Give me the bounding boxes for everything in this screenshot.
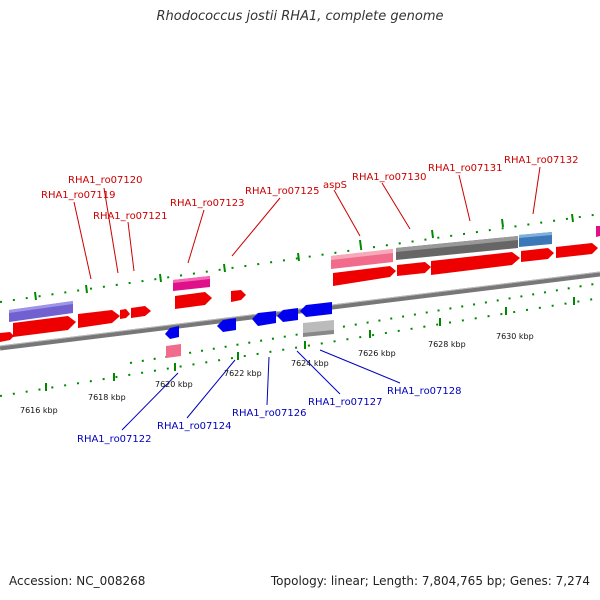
scale-label: 7618 kbp xyxy=(88,393,126,402)
gene-arrow xyxy=(252,311,276,326)
gene-label[interactable]: RHA1_ro07127 xyxy=(308,397,383,408)
scale-label: 7624 kbp xyxy=(291,359,329,368)
lower-major-ticks xyxy=(45,297,575,391)
scale-label: 7622 kbp xyxy=(224,369,262,378)
accession-text: Accession: NC_008268 xyxy=(9,574,146,588)
genome-title: Rhodococcus jostii RHA1, complete genome xyxy=(156,9,444,24)
gene-arrow xyxy=(175,292,212,309)
gene-arrow xyxy=(556,243,598,258)
gene-label[interactable]: RHA1_ro07119 xyxy=(41,190,116,201)
gene-arrow xyxy=(231,290,246,302)
gene-arrow xyxy=(217,318,236,332)
gene-label[interactable]: RHA1_ro07120 xyxy=(68,175,143,186)
reverse-features xyxy=(165,302,334,358)
forward-leaders xyxy=(73,166,541,280)
gene-label[interactable]: RHA1_ro07123 xyxy=(170,198,245,209)
gene-arrow xyxy=(131,306,151,318)
gene-label[interactable]: RHA1_ro07130 xyxy=(352,172,427,183)
magenta-feature-edge xyxy=(596,226,600,237)
forward-features xyxy=(0,226,600,342)
gene-arrow xyxy=(78,310,120,328)
gene-arrow xyxy=(0,332,14,342)
inner-dotted-scale xyxy=(129,282,600,364)
gene-label[interactable]: RHA1_ro07122 xyxy=(77,434,152,445)
scale-label: 7626 kbp xyxy=(358,349,396,358)
gene-arrow xyxy=(165,326,179,339)
scale-label: 7630 kbp xyxy=(496,332,534,341)
scale-label: 7628 kbp xyxy=(428,340,466,349)
gene-label[interactable]: RHA1_ro07121 xyxy=(93,211,168,222)
gene-label[interactable]: RHA1_ro07124 xyxy=(157,421,232,432)
gene-arrow xyxy=(521,248,554,262)
gene-label[interactable]: RHA1_ro07128 xyxy=(387,386,462,397)
upper-major-ticks xyxy=(34,213,574,301)
gene-arrow xyxy=(431,252,520,275)
gene-arrow xyxy=(277,308,298,322)
gene-arrow xyxy=(300,302,332,317)
pink-feature-lower xyxy=(166,344,181,358)
gene-arrow xyxy=(13,316,76,337)
genome-summary-text: Topology: linear; Length: 7,804,765 bp; … xyxy=(270,574,590,588)
gene-label[interactable]: RHA1_ro07132 xyxy=(504,155,579,166)
gene-label[interactable]: RHA1_ro07126 xyxy=(232,408,307,419)
gene-label[interactable]: RHA1_ro07131 xyxy=(428,163,503,174)
scale-label: 7616 kbp xyxy=(20,406,58,415)
gene-label[interactable]: RHA1_ro07125 xyxy=(245,186,320,197)
gene-arrow xyxy=(397,262,431,276)
gene-arrow xyxy=(120,309,130,319)
scale-label: 7620 kbp xyxy=(155,380,193,389)
gene-label[interactable]: aspS xyxy=(323,180,347,191)
reverse-leaders xyxy=(121,349,401,431)
gene-arrow xyxy=(333,266,396,286)
